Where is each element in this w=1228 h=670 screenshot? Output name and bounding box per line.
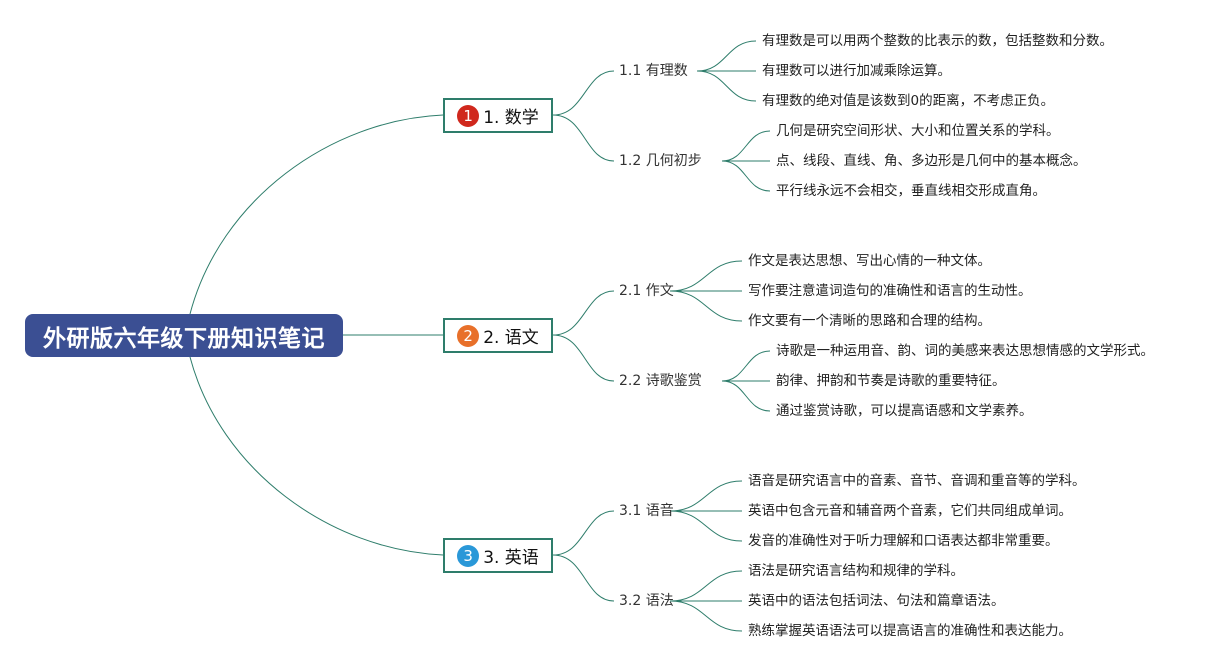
connector-line — [552, 70, 615, 116]
connector-line — [721, 160, 771, 192]
leaf-note: 有理数可以进行加减乘除运算。 — [762, 63, 951, 79]
badge-1-icon: 1 — [457, 104, 480, 127]
leaf-note: 点、线段、直线、角、多边形是几何中的基本概念。 — [776, 153, 1087, 169]
badge-3-icon: 3 — [457, 544, 480, 567]
leaf-note: 写作要注意遣词造句的准确性和语言的生动性。 — [748, 283, 1032, 299]
connector-line — [552, 554, 615, 602]
branch-chinese[interactable]: 2 2. 语文 — [443, 318, 553, 353]
leaf-note: 语音是研究语言中的音素、音节、音调和重音等的学科。 — [748, 473, 1086, 489]
connector-line — [696, 40, 757, 72]
sub-node-grammar[interactable]: 3.2 语法 — [619, 593, 674, 609]
root-title: 外研版六年级下册知识笔记 — [43, 325, 325, 352]
leaf-note: 诗歌是一种运用音、韵、词的美感来表达思想情感的文学形式。 — [776, 343, 1154, 359]
connector-line — [696, 70, 757, 102]
root-node[interactable]: 外研版六年级下册知识笔记 — [25, 314, 343, 357]
leaf-note: 有理数是可以用两个整数的比表示的数，包括整数和分数。 — [762, 33, 1113, 49]
connector-line — [189, 356, 444, 556]
connector-line — [189, 114, 444, 315]
sub-node-rational-numbers[interactable]: 1.1 有理数 — [619, 63, 688, 79]
connector-line — [721, 380, 771, 412]
connector-line — [669, 600, 743, 632]
leaf-note: 几何是研究空间形状、大小和位置关系的学科。 — [776, 123, 1060, 139]
sub-node-poetry[interactable]: 2.2 诗歌鉴赏 — [619, 373, 702, 389]
connector-line — [669, 260, 743, 292]
branch-label: 2. 语文 — [483, 328, 539, 348]
connector-line — [552, 290, 615, 336]
branch-label: 1. 数学 — [483, 108, 539, 128]
branch-math[interactable]: 1 1. 数学 — [443, 98, 553, 133]
branch-english[interactable]: 3 3. 英语 — [443, 538, 553, 573]
connector-line — [721, 130, 771, 162]
leaf-note: 平行线永远不会相交，垂直线相交形成直角。 — [776, 183, 1046, 199]
connector-line — [669, 510, 743, 542]
leaf-note: 发音的准确性对于听力理解和口语表达都非常重要。 — [748, 533, 1059, 549]
sub-node-phonetics[interactable]: 3.1 语音 — [619, 503, 674, 519]
leaf-note: 作文要有一个清晰的思路和合理的结构。 — [748, 313, 991, 329]
branch-label: 3. 英语 — [483, 548, 539, 568]
leaf-note: 作文是表达思想、写出心情的一种文体。 — [748, 253, 991, 269]
connector-line — [669, 480, 743, 512]
connector-line — [552, 114, 615, 162]
connector-line — [669, 570, 743, 602]
leaf-note: 有理数的绝对值是该数到0的距离，不考虑正负。 — [762, 93, 1055, 109]
leaf-note: 熟练掌握英语语法可以提高语言的准确性和表达能力。 — [748, 623, 1072, 639]
leaf-note: 英语中包含元音和辅音两个音素，它们共同组成单词。 — [748, 503, 1072, 519]
connector-line — [552, 334, 615, 382]
connector-line — [721, 350, 771, 382]
badge-2-icon: 2 — [457, 324, 480, 347]
sub-node-composition[interactable]: 2.1 作文 — [619, 283, 674, 299]
connector-line — [669, 290, 743, 322]
connector-line — [552, 510, 615, 556]
leaf-note: 语法是研究语言结构和规律的学科。 — [748, 563, 964, 579]
sub-node-geometry[interactable]: 1.2 几何初步 — [619, 153, 702, 169]
leaf-note: 英语中的语法包括词法、句法和篇章语法。 — [748, 593, 1005, 609]
leaf-note: 韵律、押韵和节奏是诗歌的重要特征。 — [776, 373, 1006, 389]
leaf-note: 通过鉴赏诗歌，可以提高语感和文学素养。 — [776, 403, 1033, 419]
